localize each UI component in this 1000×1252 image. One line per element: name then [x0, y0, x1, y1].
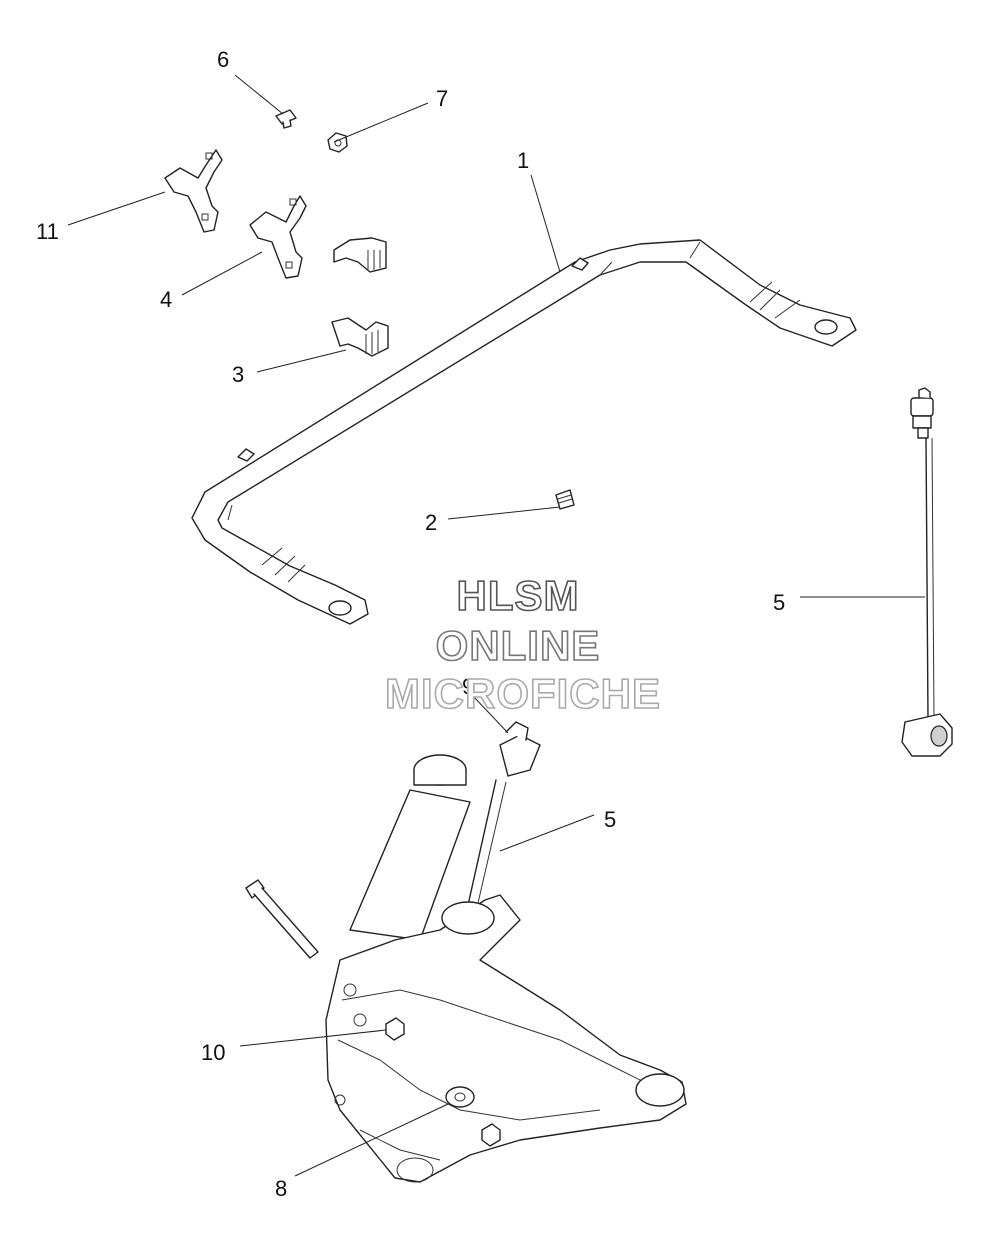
sway-bar-link-right — [901, 387, 953, 757]
callout-4: 4 — [160, 287, 172, 312]
watermark-line-2: ONLINE — [436, 622, 601, 669]
callout-9: 9 — [462, 674, 474, 699]
callout-5-center: 5 — [604, 807, 616, 832]
callout-labels: 1 2 3 4 5 5 6 7 8 9 10 11 — [36, 47, 785, 1201]
watermark: HLSM ONLINE MICROFICHE — [384, 571, 661, 718]
callout-7: 7 — [436, 86, 448, 111]
bolt-6 — [275, 109, 297, 129]
bracket-4 — [249, 195, 307, 279]
callout-11: 11 — [36, 219, 59, 244]
washer-8 — [445, 1086, 475, 1108]
callout-2: 2 — [425, 510, 437, 535]
bushing-lower — [331, 317, 389, 357]
lower-control-arm — [325, 894, 687, 1183]
nut-10 — [385, 1017, 405, 1041]
leader-lines — [67, 74, 925, 1177]
fitting-2 — [555, 489, 575, 510]
bolt-8 — [245, 879, 319, 959]
callout-6: 6 — [217, 47, 229, 72]
bracket-11 — [164, 149, 223, 233]
watermark-line-3: MICROFICHE — [385, 670, 661, 717]
callout-8: 8 — [275, 1176, 287, 1201]
nut-8 — [481, 1123, 501, 1147]
nut-7 — [327, 132, 348, 153]
bushing-upper — [333, 237, 387, 273]
callout-1: 1 — [517, 148, 529, 173]
callout-10: 10 — [201, 1040, 225, 1065]
stabilizer-bar — [191, 239, 857, 625]
callout-3: 3 — [232, 362, 244, 387]
watermark-line-1: HLSM — [457, 572, 580, 619]
callout-5-right: 5 — [773, 590, 785, 615]
